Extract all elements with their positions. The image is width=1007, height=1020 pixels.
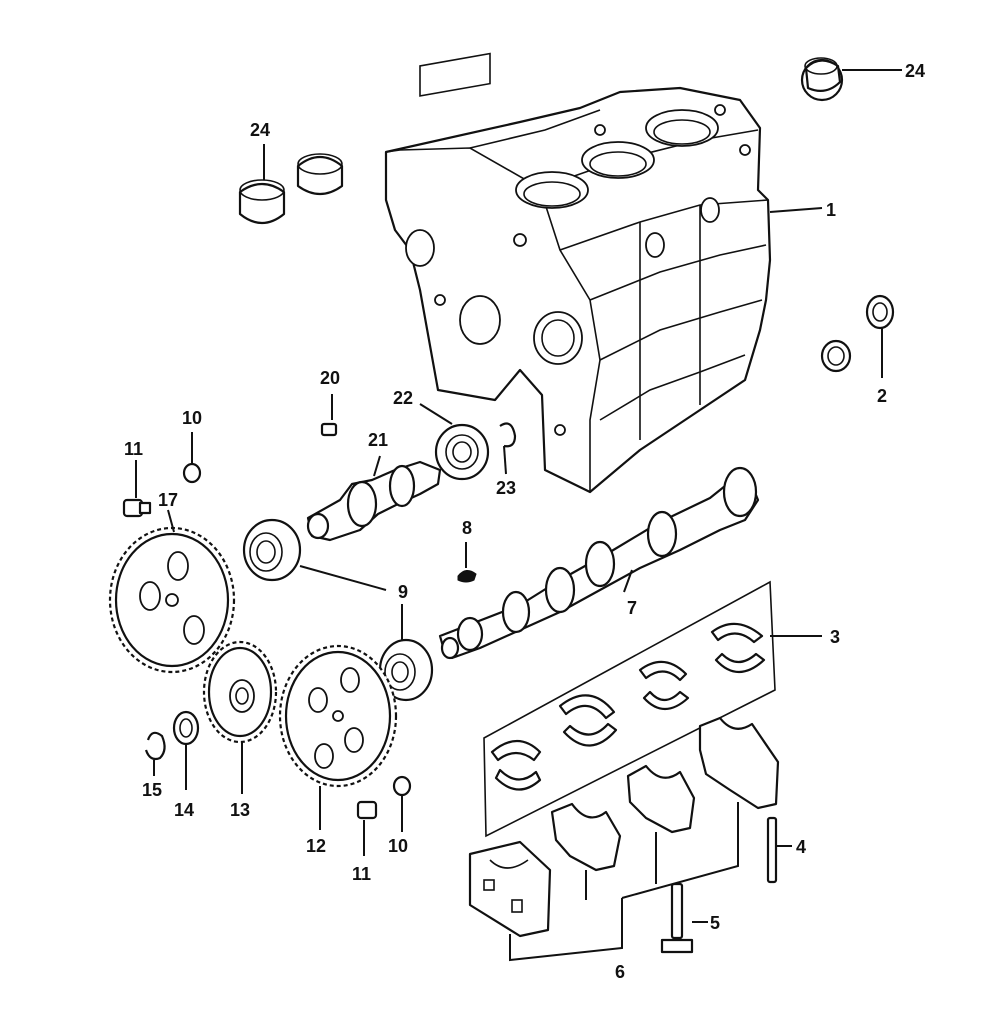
callout-15: 15 bbox=[142, 780, 162, 800]
camshaft-7 bbox=[438, 466, 760, 660]
callout-13: 13 bbox=[230, 800, 250, 820]
bolt-5 bbox=[660, 882, 694, 954]
washer-10-upper bbox=[182, 462, 202, 484]
bolt-11-lower bbox=[356, 800, 378, 820]
cylinder-block bbox=[384, 52, 772, 494]
stud-4 bbox=[766, 816, 778, 884]
key-20 bbox=[320, 422, 338, 437]
callout-12: 12 bbox=[306, 836, 326, 856]
callout-23: 23 bbox=[496, 478, 516, 498]
callout-9: 9 bbox=[398, 582, 408, 602]
callout-11-upper: 11 bbox=[124, 439, 143, 459]
bearing-shell-3b bbox=[558, 694, 618, 747]
washer-14 bbox=[172, 710, 200, 746]
gear-13 bbox=[202, 640, 278, 744]
callout-5: 5 bbox=[710, 913, 720, 933]
bearing-shell-3a bbox=[490, 739, 542, 791]
callout-17: 17 bbox=[158, 490, 178, 510]
washer-10-lower bbox=[392, 775, 412, 797]
bearing-22 bbox=[434, 423, 490, 481]
plug-24-left-a bbox=[238, 179, 286, 225]
callout-22: 22 bbox=[393, 388, 413, 408]
callout-24-left: 24 bbox=[250, 120, 270, 140]
bearing-9-upper bbox=[242, 518, 302, 582]
callout-10-upper: 10 bbox=[182, 408, 202, 428]
bearing-shell-3d bbox=[710, 622, 766, 674]
callout-7: 7 bbox=[627, 598, 637, 618]
seal-2-a bbox=[865, 294, 895, 330]
circlip-23 bbox=[499, 422, 517, 448]
shaft-21 bbox=[306, 460, 442, 542]
plug-24-left-b bbox=[296, 153, 344, 196]
gear-12 bbox=[278, 644, 398, 788]
bearing-carrier-6-b bbox=[550, 802, 622, 872]
plug-24-top-right bbox=[800, 57, 844, 102]
callout-1: 1 bbox=[826, 200, 836, 220]
bolt-11-upper bbox=[122, 498, 152, 518]
callout-11-lower: 11 bbox=[352, 864, 371, 884]
key-8 bbox=[457, 570, 477, 583]
callout-6: 6 bbox=[615, 962, 625, 982]
callout-2: 2 bbox=[877, 386, 887, 406]
callout-labels: 1 2 3 4 5 6 7 8 9 10 10 11 11 12 13 14 1… bbox=[124, 61, 925, 982]
bearing-shell-set-3 bbox=[483, 580, 776, 838]
bearing-carrier-6-d bbox=[698, 716, 780, 810]
bearing-carrier-6-a bbox=[468, 840, 552, 938]
bearing-carrier-6-c bbox=[626, 764, 696, 834]
callout-10-lower: 10 bbox=[388, 836, 408, 856]
callout-3: 3 bbox=[830, 627, 840, 647]
callout-4: 4 bbox=[796, 837, 806, 857]
leader-lines bbox=[135, 69, 902, 962]
bearing-shell-3c bbox=[638, 660, 690, 711]
seal-2-b bbox=[820, 339, 852, 373]
callout-24-top-right: 24 bbox=[905, 61, 925, 81]
callout-21: 21 bbox=[368, 430, 388, 450]
circlip-15 bbox=[144, 731, 166, 761]
callout-14: 14 bbox=[174, 800, 194, 820]
gear-17 bbox=[108, 526, 236, 674]
callout-8: 8 bbox=[462, 518, 472, 538]
callout-20: 20 bbox=[320, 368, 340, 388]
